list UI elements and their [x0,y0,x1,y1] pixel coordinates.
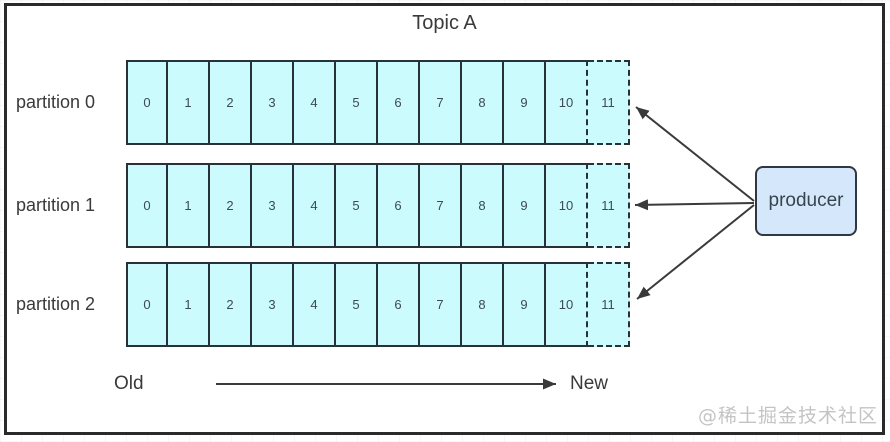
log-cell: 11 [588,60,630,145]
log-cell: 5 [336,262,378,347]
producer-node: producer [755,166,857,236]
partition-2-label: partition 2 [16,294,96,314]
log-cell: 9 [504,163,546,248]
log-cell: 0 [126,163,168,248]
log-cell: 3 [252,60,294,145]
log-cell: 2 [210,262,252,347]
log-cell: 10 [546,163,588,248]
log-cell: 4 [294,60,336,145]
producer-label: producer [768,190,844,211]
log-cell: 0 [126,262,168,347]
log-cell: 6 [378,60,420,145]
log-cell: 10 [546,60,588,145]
log-cell: 10 [546,262,588,347]
partition-1-label: partition 1 [16,195,96,215]
log-cell: 9 [504,262,546,347]
log-cell: 7 [420,163,462,248]
log-cell: 4 [294,163,336,248]
log-cell: 2 [210,60,252,145]
new-label: New [570,373,609,394]
log-cell: 11 [588,163,630,248]
log-cell: 11 [588,262,630,347]
log-cell: 1 [168,163,210,248]
log-cell: 5 [336,60,378,145]
log-cell: 8 [462,163,504,248]
watermark: @稀土掘金技术社区 [697,405,878,427]
log-cell: 1 [168,262,210,347]
log-cell: 6 [378,163,420,248]
partition-0-label: partition 0 [16,92,96,112]
log-cell: 8 [462,60,504,145]
log-cell: 3 [252,262,294,347]
log-cell: 7 [420,262,462,347]
log-cell: 0 [126,60,168,145]
log-cell: 5 [336,163,378,248]
topic-title: Topic A [412,12,477,34]
log-cell: 8 [462,262,504,347]
log-cell: 6 [378,262,420,347]
log-cell: 9 [504,60,546,145]
log-cell: 2 [210,163,252,248]
log-cell: 1 [168,60,210,145]
log-cell: 3 [252,163,294,248]
log-cell: 7 [420,60,462,145]
log-cell: 4 [294,262,336,347]
old-label: Old [114,373,144,394]
